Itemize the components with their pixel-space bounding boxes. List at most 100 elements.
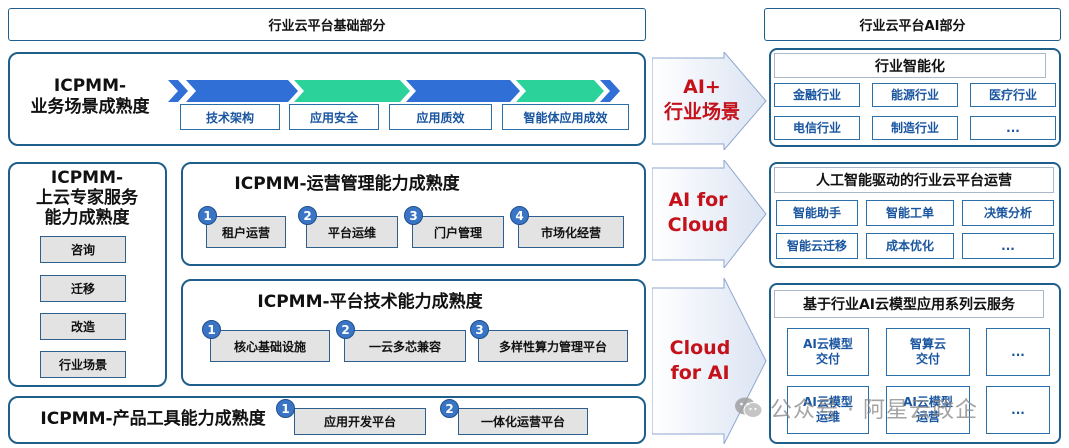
ai-ops-item-ticket: 智能工单 — [866, 200, 954, 226]
industry-item-medical: 医疗行业 — [970, 83, 1056, 107]
ai-ops-item-cost: 成本优化 — [866, 233, 954, 259]
stage-app-quality: 应用质效 — [389, 104, 492, 130]
expert-service-panel — [8, 162, 167, 387]
platform-item-label: 多样性算力管理平台 — [498, 339, 607, 354]
expert-service-title: ICPMM- 上云专家服务 能力成熟度 — [36, 168, 138, 228]
arrow-ai-for-cloud — [652, 160, 767, 268]
stage-agent-effect: 智能体应用成效 — [502, 104, 629, 130]
product-tool-title: ICPMM-产品工具能力成熟度 — [40, 409, 266, 429]
expert-item-label: 咨询 — [70, 243, 95, 257]
left-section-header: 行业云平台基础部分 — [8, 8, 646, 41]
arrow-ai-industry-label: AI+ 行业场景 — [663, 76, 740, 123]
platform-item-label: 核心基础设施 — [233, 339, 306, 354]
industry-header: 行业智能化 — [774, 53, 1046, 78]
chevron-lead-icon — [168, 80, 188, 102]
number-badge: 1 — [198, 206, 217, 225]
ai-ops-item-label: 智能云迁移 — [786, 238, 847, 253]
expert-item-migration: 迁移 — [40, 275, 126, 302]
ai-service-model-ops: AI云模型 运维 — [787, 386, 869, 434]
number-badge: 1 — [276, 399, 295, 418]
ai-service-more-2: ... — [986, 386, 1050, 434]
chevron-stage-2 — [294, 80, 410, 102]
industry-item-energy: 能源行业 — [872, 83, 958, 107]
ai-ops-item-label: 决策分析 — [983, 205, 1032, 220]
watermark-text: 公众号 · 阿星云政企 — [770, 398, 978, 423]
ai-service-model-delivery: AI云模型 交付 — [787, 328, 869, 376]
number-badge: 3 — [404, 206, 423, 225]
chevron-tail-icon — [600, 80, 620, 102]
expert-item-transformation: 改造 — [40, 313, 126, 340]
number-badge: 2 — [298, 206, 317, 225]
stage-label: 智能体应用成效 — [523, 110, 608, 125]
ai-ops-item-decision: 决策分析 — [962, 200, 1054, 226]
arrow-cloud-for-ai-label: Cloud for AI — [669, 337, 731, 384]
industry-title: 行业智能化 — [875, 58, 945, 75]
number-badge: 2 — [440, 399, 459, 418]
industry-item-label: 医疗行业 — [988, 87, 1037, 102]
ai-ops-item-label: 智能工单 — [885, 205, 934, 220]
number-badge: 2 — [336, 320, 355, 339]
operation-item-market: 市场化经营 — [518, 216, 624, 248]
ai-ops-item-label: 智能助手 — [792, 205, 841, 220]
number-badge: 4 — [510, 206, 529, 225]
right-section-header: 行业云平台AI部分 — [764, 8, 1061, 41]
stage-label: 应用安全 — [309, 110, 358, 125]
platform-item-multichip: 一云多芯兼容 — [344, 330, 466, 362]
ai-ops-item-assistant: 智能助手 — [776, 200, 858, 226]
wechat-icon — [735, 397, 763, 418]
industry-item-telecom: 电信行业 — [774, 116, 860, 140]
product-item-dev-platform: 应用开发平台 — [294, 408, 426, 435]
chevron-stage-4 — [516, 80, 604, 102]
expert-item-industry-scene: 行业场景 — [40, 351, 126, 378]
industry-item-more: ... — [970, 116, 1056, 140]
left-section-title: 行业云平台基础部分 — [268, 19, 386, 34]
ai-ops-item-migration: 智能云迁移 — [776, 233, 858, 259]
operation-item-label: 租户运营 — [221, 225, 270, 240]
operation-title: ICPMM-运营管理能力成熟度 — [234, 174, 460, 194]
platform-tech-title: ICPMM-平台技术能力成熟度 — [257, 292, 483, 312]
ai-services-header: 基于行业AI云模型应用系列云服务 — [774, 290, 1044, 318]
ai-service-model-operation: AI云模型 运营 — [886, 386, 970, 434]
stage-app-security: 应用安全 — [289, 104, 379, 130]
right-section-title: 行业云平台AI部分 — [859, 19, 966, 34]
industry-item-label: 电信行业 — [792, 120, 841, 135]
operation-item-tenant: 租户运营 — [206, 216, 286, 248]
platform-item-core-infra: 核心基础设施 — [210, 330, 330, 362]
expert-item-label: 迁移 — [70, 282, 95, 296]
expert-item-label: 改造 — [70, 320, 95, 334]
operation-item-label: 平台运维 — [327, 225, 376, 240]
stage-tech-architecture: 技术架构 — [180, 104, 280, 130]
chevron-stage-3 — [406, 80, 520, 102]
ai-service-compute-delivery: 智算云 交付 — [886, 328, 970, 376]
watermark: 公众号 · 阿星云政企 — [734, 388, 1054, 428]
product-item-label: 一体化运营平台 — [480, 415, 565, 429]
number-badge: 1 — [202, 320, 221, 339]
number-badge: 3 — [470, 320, 489, 339]
ai-ops-item-label: 成本优化 — [885, 238, 934, 253]
business-scene-title: ICPMM- 业务场景成熟度 — [30, 76, 150, 117]
arrow-ai-for-cloud-label: AI for Cloud — [667, 189, 729, 236]
industry-item-label: ... — [1006, 120, 1020, 135]
platform-item-computing: 多样性算力管理平台 — [478, 330, 628, 362]
industry-item-label: 金融行业 — [792, 87, 841, 102]
platform-item-label: 一云多芯兼容 — [368, 339, 441, 354]
industry-item-label: 制造行业 — [890, 120, 939, 135]
ai-service-more-1: ... — [986, 328, 1050, 376]
industry-item-manufacturing: 制造行业 — [872, 116, 958, 140]
stage-label: 应用质效 — [416, 110, 465, 125]
ai-ops-header: 人工智能驱动的行业云平台运营 — [774, 167, 1054, 193]
operation-item-label: 门户管理 — [433, 225, 482, 240]
operation-item-label: 市场化经营 — [540, 225, 601, 240]
industry-item-label: 能源行业 — [890, 87, 939, 102]
ai-ops-title: 人工智能驱动的行业云平台运营 — [816, 173, 1012, 189]
ai-ops-item-label: ... — [1001, 238, 1015, 253]
industry-item-finance: 金融行业 — [774, 83, 860, 107]
ai-services-title: 基于行业AI云模型应用系列云服务 — [802, 297, 1016, 313]
product-item-label: 应用开发平台 — [323, 415, 396, 429]
ai-ops-item-more: ... — [962, 233, 1054, 259]
operation-item-ops: 平台运维 — [306, 216, 398, 248]
expert-item-label: 行业场景 — [58, 358, 107, 372]
business-chevron-strip — [168, 80, 620, 102]
chevron-stage-1 — [186, 80, 298, 102]
arrow-ai-industry — [652, 52, 767, 150]
